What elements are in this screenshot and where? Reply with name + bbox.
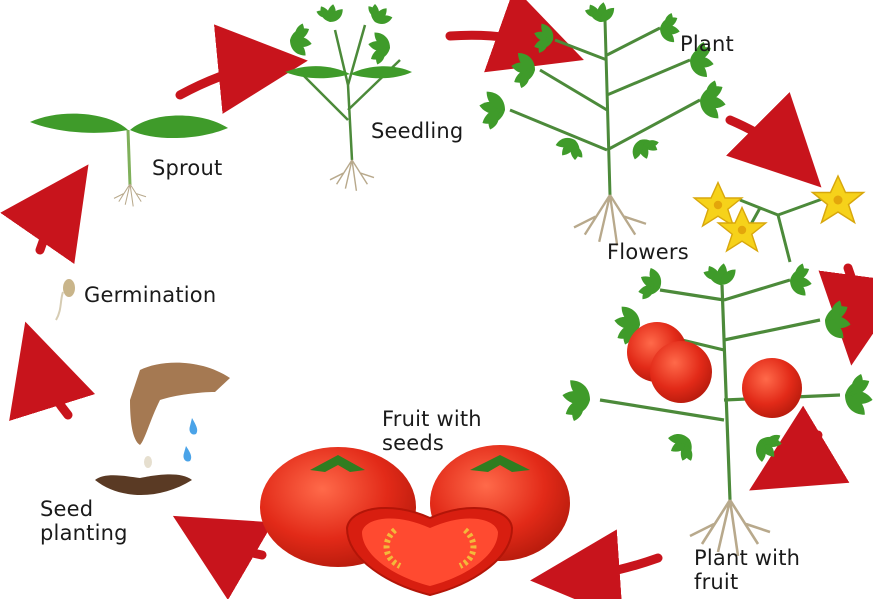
plant-with-fruit-illustration [561,262,873,556]
arrow-plant-fruit-to-fruit [566,558,658,578]
arrow-plant-to-flowers [730,120,796,162]
stage-label-seed-planting: Seed planting [40,497,128,545]
seedling-illustration [285,0,412,191]
arrow-germination-to-sprout [40,194,68,250]
flowers-illustration [694,176,863,262]
stage-label-plant-with-fruit: Plant with fruit [694,546,800,594]
arrow-seed-planting-to-germination [36,356,68,415]
stage-label-fruit-with-seeds: Fruit with seeds [382,407,482,455]
stage-label-seedling: Seedling [371,119,463,143]
stage-label-germination: Germination [84,283,216,307]
arrow-to-lower-roots [780,435,818,472]
stage-label-sprout: Sprout [152,156,222,180]
germination-illustration [56,279,75,320]
stage-label-flowers: Flowers [607,240,689,264]
stage-label-plant: Plant [680,32,734,56]
arrow-flowers-to-fruit-plant [848,268,857,330]
arrow-sprout-to-seedling [180,64,272,95]
seed-planting-illustration [95,363,230,495]
arrow-fruit-to-seed-planting [204,534,262,555]
fruit-with-seeds-illustration [260,445,570,595]
